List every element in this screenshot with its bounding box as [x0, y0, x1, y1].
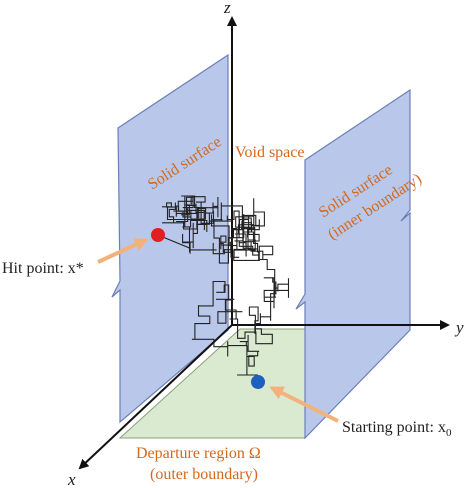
- starting-point-text: Starting point: x: [342, 419, 446, 436]
- starting-point-label: Starting point: x0: [342, 419, 452, 439]
- hit-point-label: Hit point: x*: [2, 260, 84, 277]
- x-axis: [78, 324, 233, 470]
- void-space-label: Void space: [235, 144, 304, 161]
- hit-point-marker: [151, 228, 165, 242]
- starting-point-arrow: [269, 386, 339, 423]
- x-axis-label: x: [67, 470, 76, 488]
- random-walk-path: [157, 195, 290, 376]
- solid-surface-left: [111, 53, 229, 424]
- starting-point-marker: [251, 375, 265, 389]
- hit-point-arrow: [97, 238, 149, 264]
- y-axis-label: y: [454, 318, 464, 337]
- solid-surface-right: [295, 88, 411, 440]
- z-axis-label: z: [223, 0, 231, 17]
- outer-boundary-label: (outer boundary): [150, 466, 258, 483]
- departure-region-label: Departure region Ω: [136, 445, 261, 462]
- starting-point-subscript: 0: [446, 427, 452, 439]
